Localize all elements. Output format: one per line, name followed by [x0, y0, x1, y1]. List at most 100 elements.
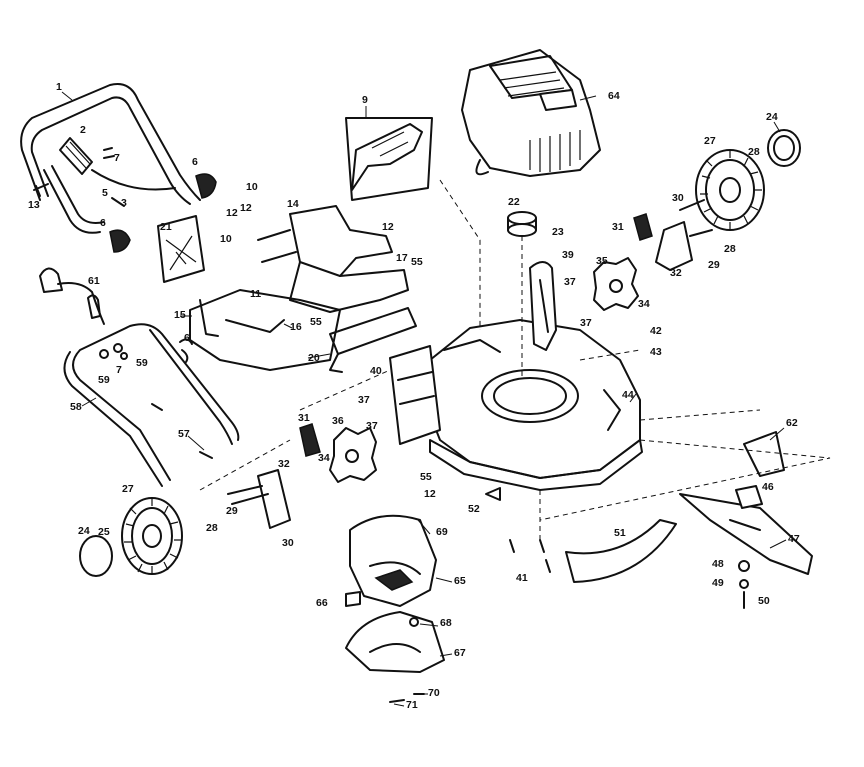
blade-adapter[interactable]	[735, 431, 785, 509]
callout-label: 23	[552, 226, 564, 238]
callout-label: 67	[454, 647, 466, 659]
callout-label: 15	[174, 309, 186, 321]
callout-label: 35	[596, 255, 608, 267]
callout-label: 30	[672, 192, 684, 204]
leader-lines	[61, 91, 787, 707]
callout-label: 29	[226, 505, 238, 517]
callout-label: 41	[516, 572, 528, 584]
callout-label: 62	[786, 417, 798, 429]
callout-label: 49	[712, 577, 724, 589]
callout-label: 34	[638, 298, 650, 310]
lower-handle[interactable]	[63, 323, 240, 487]
callout-label: 29	[708, 259, 720, 271]
height-adjuster[interactable]	[529, 261, 557, 351]
height-lever-left[interactable]	[227, 423, 321, 529]
callout-label: 12	[424, 488, 436, 500]
handle-knob[interactable]	[109, 173, 217, 253]
mulch-plug[interactable]	[349, 514, 437, 607]
callout-label: 20	[308, 352, 320, 364]
callout-label: 43	[650, 346, 662, 358]
pulley[interactable]	[507, 211, 537, 237]
callout-label: 58	[70, 401, 82, 413]
hubcap-right[interactable]	[767, 129, 801, 167]
callout-label: 44	[622, 389, 634, 401]
callout-label: 25	[98, 526, 110, 538]
callout-label: 2	[80, 124, 86, 136]
callout-label: 1	[56, 81, 62, 93]
callout-label: 46	[762, 481, 774, 493]
upper-handle[interactable]	[20, 83, 201, 234]
callout-label: 12	[226, 207, 238, 219]
callout-label: 48	[712, 558, 724, 570]
baffle-51[interactable]	[565, 519, 677, 583]
callout-label: 64	[608, 90, 620, 102]
callout-label: 6	[100, 217, 106, 229]
rear-baffle[interactable]	[257, 205, 409, 313]
callout-label: 50	[758, 595, 770, 607]
cable-control[interactable]	[59, 137, 176, 191]
wheel-right[interactable]	[695, 149, 765, 231]
callout-label: 40	[370, 365, 382, 377]
callout-label: 27	[704, 135, 716, 147]
callout-label: 55	[420, 471, 432, 483]
chute-door[interactable]	[345, 117, 433, 201]
hubcap-left[interactable]	[79, 535, 113, 577]
callout-label: 24	[766, 111, 778, 123]
trailing-shield[interactable]	[329, 307, 417, 373]
callout-label: 71	[406, 699, 418, 711]
callout-label: 31	[298, 412, 310, 424]
callout-label: 12	[382, 221, 394, 233]
callout-label: 51	[614, 527, 626, 539]
callout-label: 13	[28, 199, 40, 211]
callout-label: 59	[98, 374, 110, 386]
callout-label: 37	[358, 394, 370, 406]
callout-label: 3	[121, 197, 127, 209]
callout-label: 70	[428, 687, 440, 699]
callout-label: 39	[562, 249, 574, 261]
callout-label: 69	[436, 526, 448, 538]
callout-label: 68	[440, 617, 452, 629]
callout-label: 32	[278, 458, 290, 470]
callout-labels: 1 2 7 6 5 13 3 6 10 12 12 14 10 21 9 12 …	[28, 81, 800, 711]
callout-label: 17	[396, 252, 408, 264]
handle-bracket[interactable]	[39, 267, 105, 325]
callout-label: 22	[508, 196, 520, 208]
height-lever-right[interactable]	[633, 199, 713, 271]
side-discharge[interactable]	[345, 611, 445, 673]
callout-label: 6	[192, 156, 198, 168]
callout-label: 37	[366, 420, 378, 432]
callout-label: 61	[88, 275, 100, 287]
engine[interactable]	[461, 49, 601, 177]
callout-label: 36	[332, 415, 344, 427]
callout-label: 55	[411, 256, 423, 268]
callout-label: 9	[362, 94, 368, 106]
callout-label: 7	[116, 364, 122, 376]
mower-deck[interactable]	[425, 319, 643, 491]
deck-bracket[interactable]	[389, 345, 441, 445]
callout-label: 28	[748, 146, 760, 158]
callout-label: 10	[246, 181, 258, 193]
bolts	[33, 147, 125, 207]
blade[interactable]	[679, 493, 813, 575]
callout-label: 57	[178, 428, 190, 440]
callout-label: 27	[122, 483, 134, 495]
small-fittings	[99, 338, 213, 459]
callout-label: 28	[724, 243, 736, 255]
callout-label: 5	[102, 187, 108, 199]
gear-left[interactable]	[329, 427, 377, 483]
callout-label: 65	[454, 575, 466, 587]
callout-label: 14	[287, 198, 299, 210]
control-plate[interactable]	[157, 215, 205, 283]
callout-label: 28	[206, 522, 218, 534]
callout-label: 21	[160, 221, 172, 233]
rear-deflector[interactable]	[189, 289, 341, 371]
wheel-left[interactable]	[121, 497, 183, 575]
callout-label: 31	[612, 221, 624, 233]
callout-label: 55	[310, 316, 322, 328]
callout-label: 16	[290, 321, 302, 333]
gear-right[interactable]	[593, 257, 639, 311]
assembly-lines	[199, 179, 831, 540]
callout-label: 52	[468, 503, 480, 515]
callout-label: 32	[670, 267, 682, 279]
